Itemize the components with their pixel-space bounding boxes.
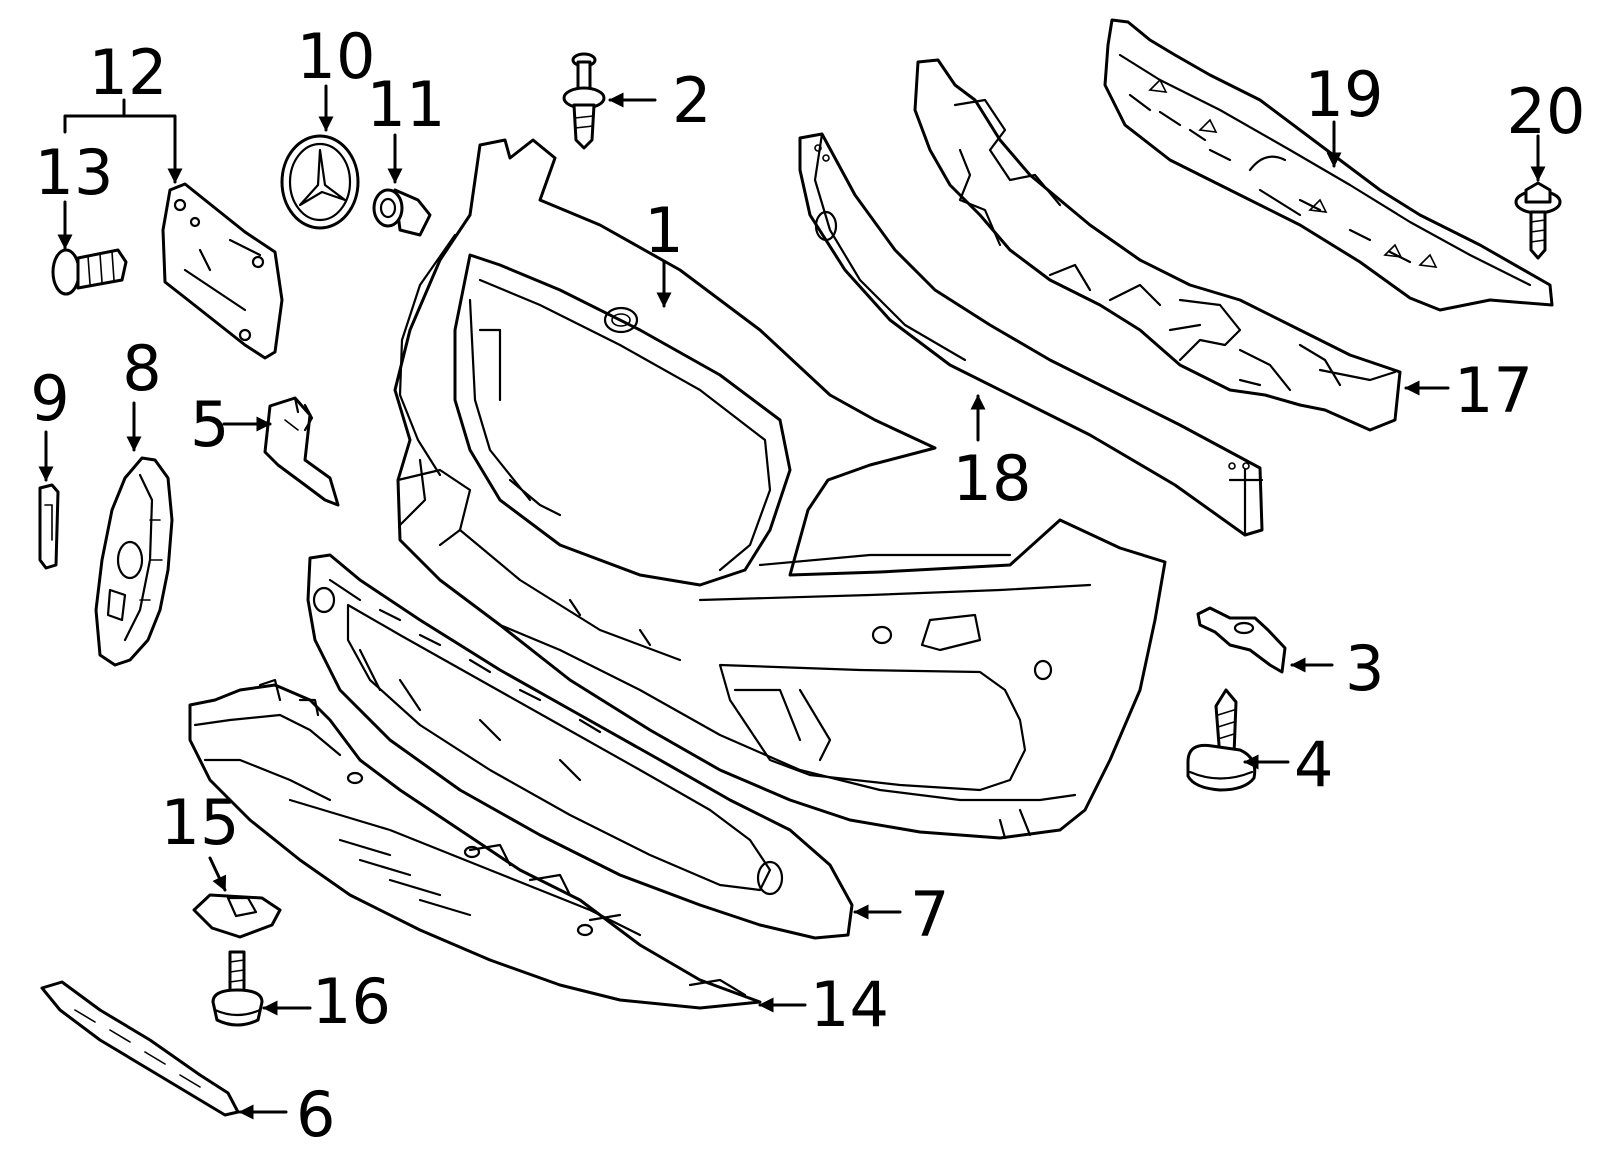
callout-18: 18 [953, 442, 1032, 515]
part-10-emblem [280, 134, 360, 230]
part-7-lower-grille [306, 553, 854, 940]
part-17-absorber [913, 58, 1402, 432]
part-11-grommet [372, 188, 432, 237]
callout-4: 4 [1294, 728, 1333, 801]
callout-6: 6 [296, 1078, 335, 1151]
callout-11: 11 [367, 68, 446, 141]
part-20-screw [1514, 181, 1562, 260]
callout-15: 15 [161, 786, 240, 859]
callout-12: 12 [89, 36, 168, 109]
callout-2: 2 [672, 64, 711, 137]
callout-7: 7 [910, 878, 949, 951]
part-6-spoiler [40, 980, 240, 1117]
leader-lines [38, 84, 1546, 1120]
part-14-undershield [188, 678, 762, 1010]
part-9-clip [38, 483, 60, 570]
callout-9: 9 [30, 362, 69, 435]
part-16-stud [211, 950, 264, 1027]
callout-3: 3 [1345, 632, 1384, 705]
callout-17: 17 [1454, 354, 1533, 427]
part-2-rivet [562, 52, 606, 150]
part-5-bracket [263, 396, 340, 507]
callout-16: 16 [312, 965, 391, 1038]
part-8-bracket [94, 456, 174, 667]
callout-20: 20 [1507, 75, 1586, 148]
part-3-nut [1196, 606, 1287, 674]
part-12-plate-bracket [161, 182, 284, 360]
callout-1: 1 [644, 194, 683, 267]
callout-5: 5 [190, 388, 229, 461]
part-18-impact-bar [798, 132, 1264, 537]
callout-10: 10 [297, 20, 376, 93]
callout-19: 19 [1305, 58, 1384, 131]
callout-8: 8 [122, 332, 161, 405]
callout-labels: 1 2 3 4 5 6 7 8 9 10 11 12 13 14 15 16 1… [30, 20, 1585, 1151]
callout-13: 13 [35, 136, 114, 209]
part-15-clip [192, 893, 282, 939]
part-13-clip [51, 248, 128, 296]
callout-14: 14 [810, 968, 889, 1041]
part-4-bolt [1186, 688, 1257, 792]
part-1-bumper-cover [393, 138, 1167, 840]
